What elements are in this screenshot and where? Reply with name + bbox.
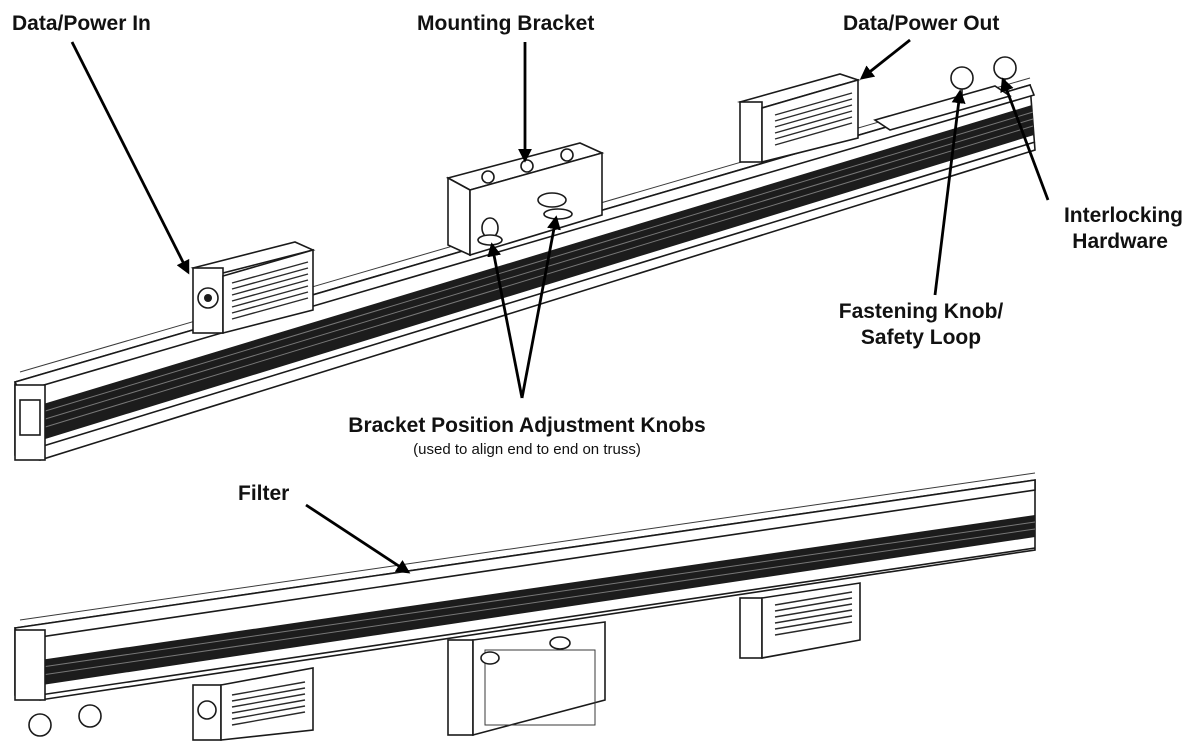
- arrow-filter: [305, 503, 411, 574]
- bottom-data-box: [192, 667, 314, 741]
- label-data-power-out: Data/Power Out: [843, 12, 999, 35]
- arrow-fastening-knob: [933, 89, 966, 296]
- safety-loop-icon: [78, 704, 102, 728]
- label-data-power-in: Data/Power In: [12, 12, 151, 35]
- data-power-out-box: [736, 73, 861, 164]
- label-bracket-knobs-sub: (used to align end to end on truss): [413, 441, 641, 458]
- label-interlocking-line1: Interlocking: [1064, 204, 1183, 227]
- arrow-data-power-out: [859, 38, 911, 80]
- arrow-bracket-knob-right: [520, 215, 561, 399]
- label-filter: Filter: [238, 482, 289, 505]
- wing-nut-icon: [537, 192, 573, 220]
- bottom-data-box: [739, 582, 861, 659]
- label-interlocking-line2: Hardware: [1072, 230, 1168, 253]
- label-bracket-knobs: Bracket Position Adjustment Knobs: [348, 414, 705, 437]
- arrow-interlocking: [1000, 77, 1050, 201]
- label-mounting-bracket: Mounting Bracket: [417, 12, 594, 35]
- label-fastening-line1: Fastening Knob/: [839, 300, 1004, 323]
- label-fastening-line2: Safety Loop: [861, 326, 981, 349]
- data-power-in-box: [190, 241, 316, 335]
- arrow-bracket-knob-left: [487, 242, 524, 399]
- arrow-data-power-in: [70, 41, 190, 275]
- bottom-fixture-bar: [13, 472, 1036, 701]
- bottom-mounting-bracket: [447, 621, 606, 737]
- safety-loop-icon: [28, 713, 52, 737]
